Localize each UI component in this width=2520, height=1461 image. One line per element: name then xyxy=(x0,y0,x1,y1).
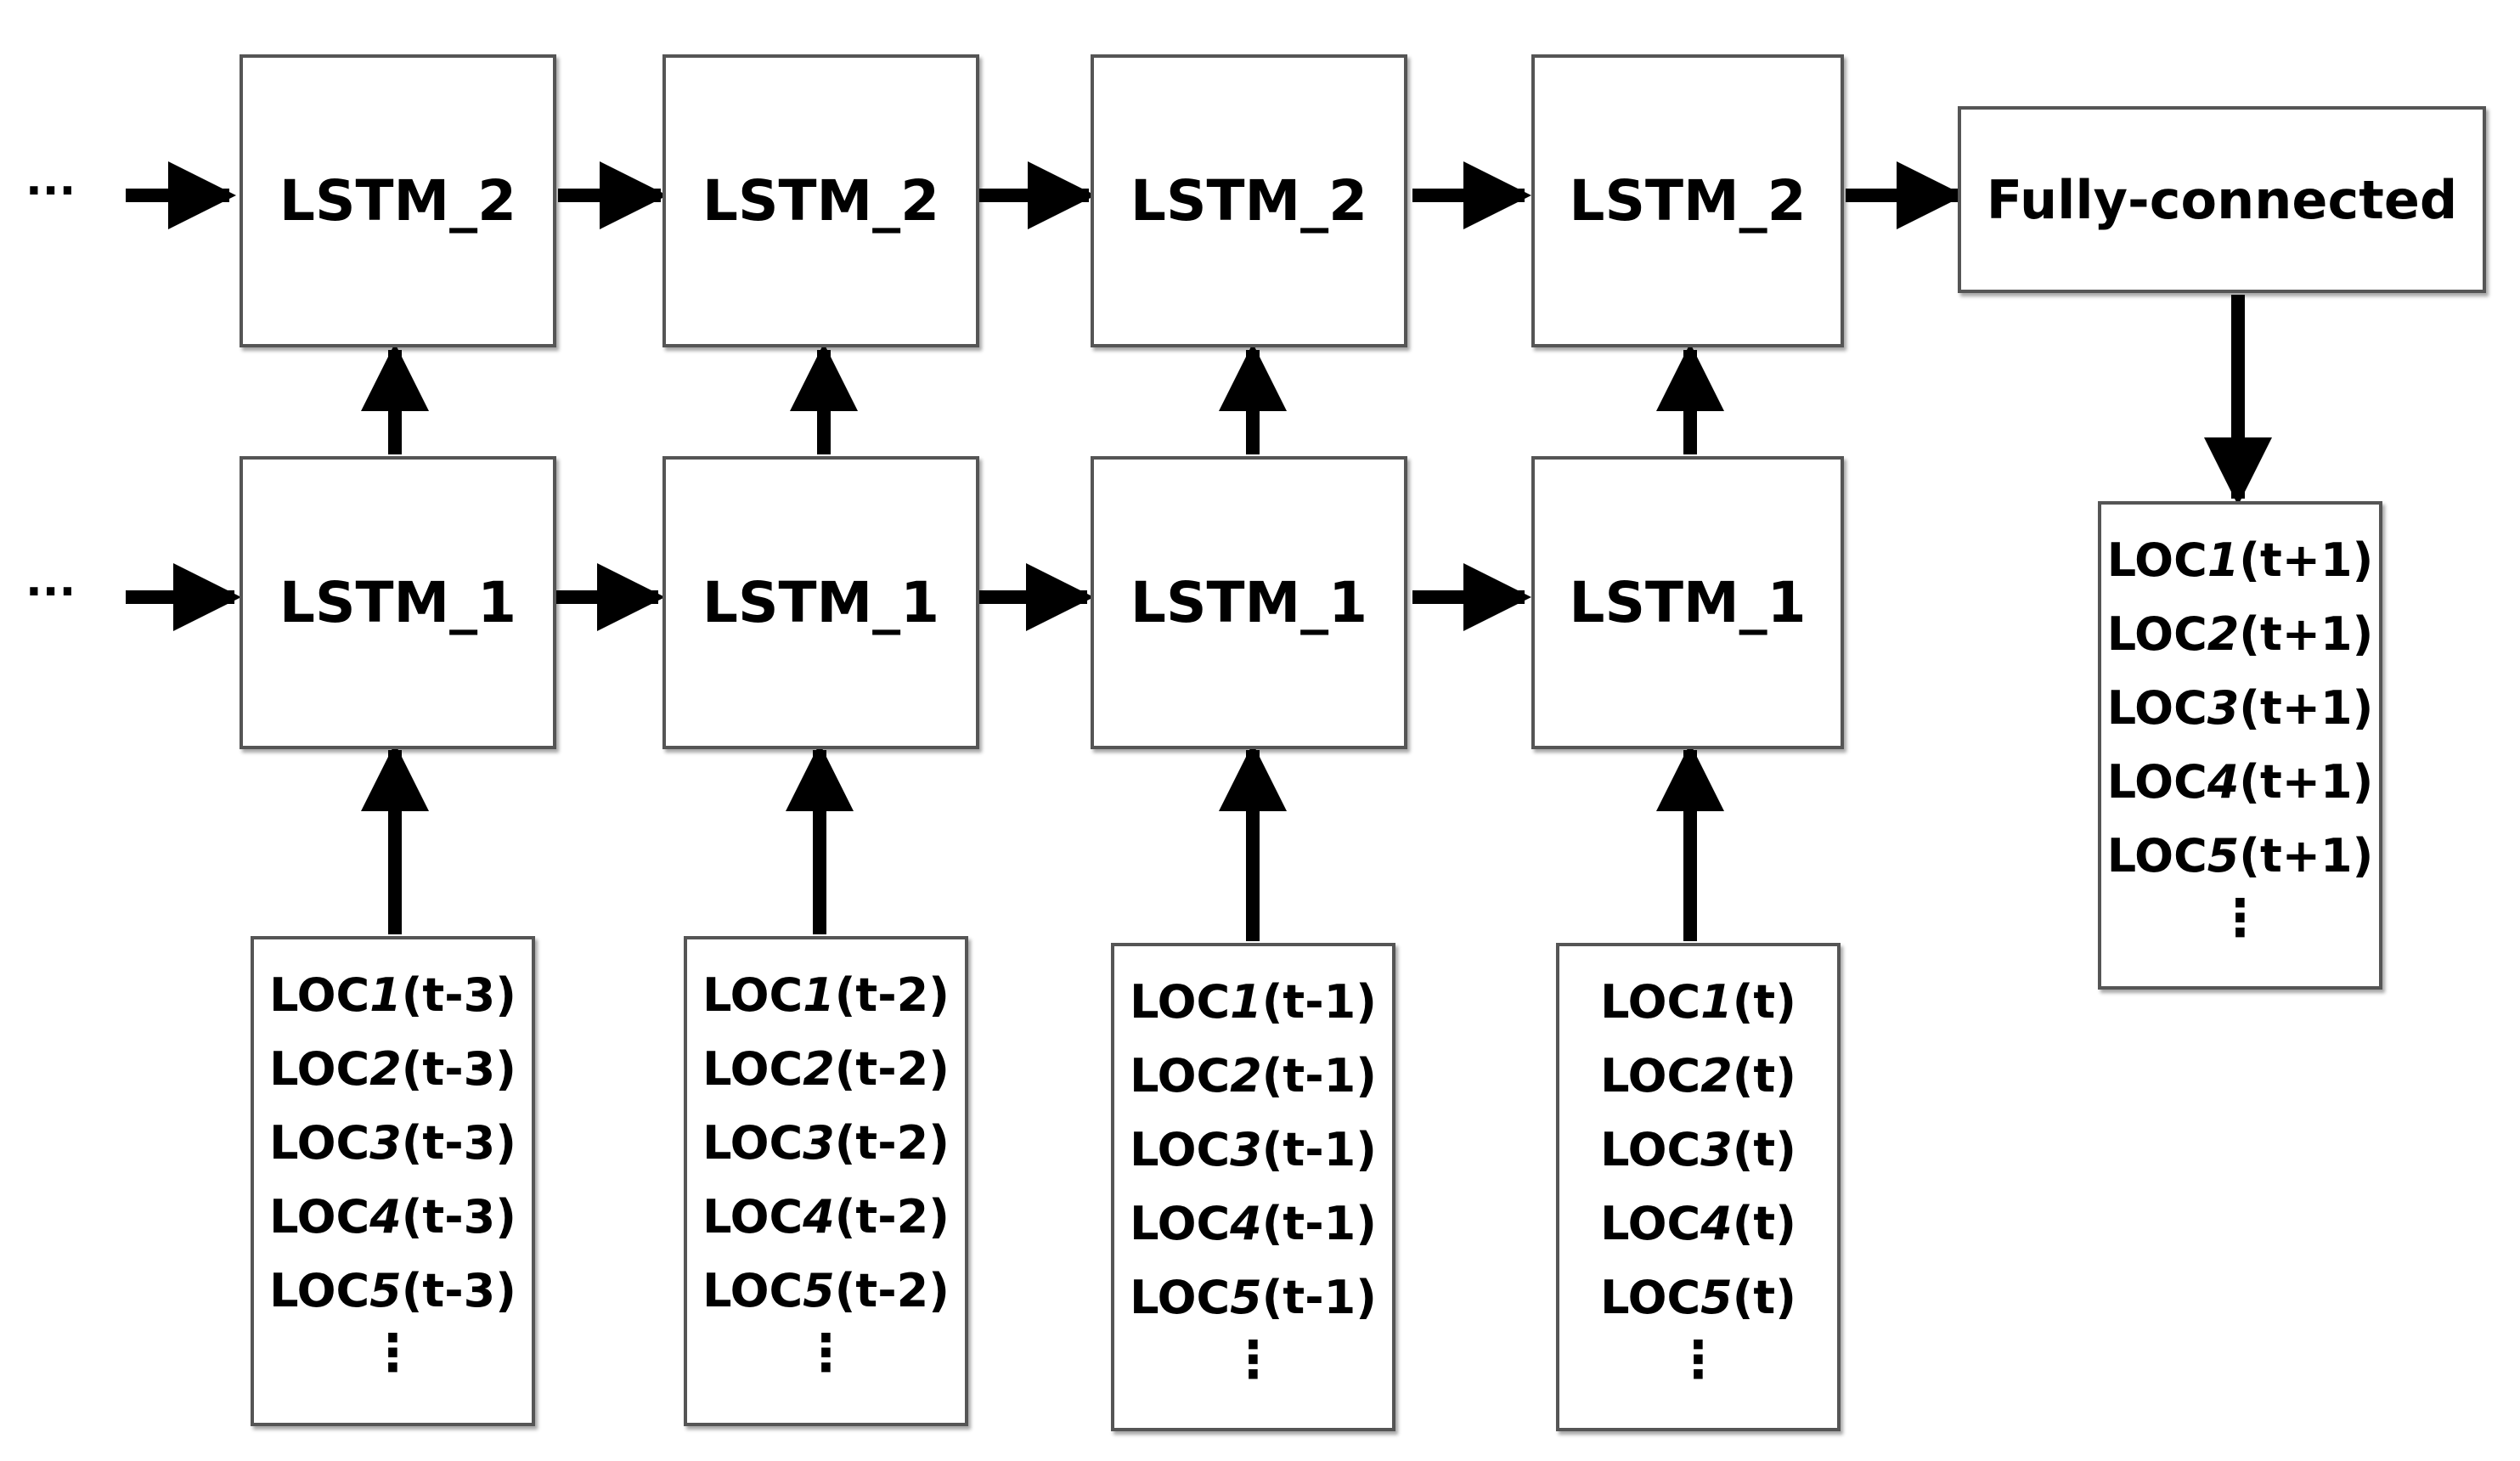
input-box-t-minus-2: LOC1(t-2)LOC2(t-2)LOC3(t-2)LOC4(t-2)LOC5… xyxy=(684,936,968,1426)
location-entry: LOC1(t-2) xyxy=(702,958,950,1032)
time-step: (t-1) xyxy=(1261,1123,1377,1176)
location-name: LOC5 xyxy=(269,1264,402,1317)
location-entry: LOC5(t+1) xyxy=(2107,819,2374,893)
location-entry: LOC4(t+1) xyxy=(2107,745,2374,819)
lstm1-cell-4: LSTM_1 xyxy=(1531,456,1844,749)
time-step: (t) xyxy=(1732,1271,1796,1324)
location-entry: LOC2(t+1) xyxy=(2107,597,2374,671)
time-step: (t-3) xyxy=(401,1042,516,1096)
time-step: (t-3) xyxy=(401,1116,516,1170)
more-locations-ellipsis: ⋮ xyxy=(800,1323,852,1383)
time-step: (t) xyxy=(1732,975,1796,1029)
location-entry: LOC3(t+1) xyxy=(2107,671,2374,745)
location-name: LOC5 xyxy=(702,1264,835,1317)
location-name: LOC3 xyxy=(1600,1123,1733,1176)
location-entry: LOC3(t-2) xyxy=(702,1106,950,1180)
location-entry: LOC4(t-3) xyxy=(269,1180,516,1254)
location-name: LOC5 xyxy=(1600,1271,1733,1324)
input-box-t: LOC1(t)LOC2(t)LOC3(t)LOC4(t)LOC5(t)⋮ xyxy=(1556,943,1841,1431)
location-name: LOC2 xyxy=(702,1042,835,1096)
time-step: (t-3) xyxy=(401,968,516,1022)
time-step: (t+1) xyxy=(2239,681,2374,735)
time-step: (t-2) xyxy=(834,1116,950,1170)
time-step: (t+1) xyxy=(2239,829,2374,883)
location-name: LOC4 xyxy=(1600,1197,1733,1250)
time-step: (t-3) xyxy=(401,1264,516,1317)
location-name: LOC2 xyxy=(2106,607,2240,661)
lead-in-ellipsis-top: ··· xyxy=(25,166,76,217)
lstm1-cell-2: LSTM_1 xyxy=(662,456,979,749)
location-entry: LOC1(t) xyxy=(1600,965,1796,1039)
location-name: LOC4 xyxy=(269,1190,402,1244)
location-name: LOC5 xyxy=(2106,829,2240,883)
time-step: (t-3) xyxy=(401,1190,516,1244)
location-name: LOC1 xyxy=(269,968,402,1022)
location-name: LOC3 xyxy=(702,1116,835,1170)
location-name: LOC4 xyxy=(1130,1197,1262,1250)
location-entry: LOC3(t-1) xyxy=(1130,1113,1377,1187)
time-step: (t+1) xyxy=(2239,755,2374,809)
location-entry: LOC4(t-2) xyxy=(702,1180,950,1254)
time-step: (t-1) xyxy=(1261,1049,1377,1103)
time-step: (t) xyxy=(1732,1123,1796,1176)
time-step: (t-2) xyxy=(834,1042,950,1096)
time-step: (t-1) xyxy=(1261,1197,1377,1250)
more-locations-ellipsis: ⋮ xyxy=(1227,1330,1279,1390)
time-step: (t-2) xyxy=(834,1190,950,1244)
location-name: LOC4 xyxy=(2106,755,2240,809)
location-entry: LOC2(t-3) xyxy=(269,1032,516,1106)
location-name: LOC1 xyxy=(1130,975,1262,1029)
lead-in-ellipsis-bottom: ··· xyxy=(25,567,76,618)
location-name: LOC3 xyxy=(1130,1123,1262,1176)
input-box-t-minus-3: LOC1(t-3)LOC2(t-3)LOC3(t-3)LOC4(t-3)LOC5… xyxy=(251,936,535,1426)
location-entry: LOC3(t) xyxy=(1600,1113,1796,1187)
lstm1-cell-1: LSTM_1 xyxy=(240,456,556,749)
location-name: LOC1 xyxy=(2106,533,2240,587)
location-entry: LOC3(t-3) xyxy=(269,1106,516,1180)
more-locations-ellipsis: ⋮ xyxy=(1672,1330,1724,1390)
location-entry: LOC2(t-1) xyxy=(1130,1039,1377,1113)
input-box-t-minus-1: LOC1(t-1)LOC2(t-1)LOC3(t-1)LOC4(t-1)LOC5… xyxy=(1111,943,1395,1431)
location-entry: LOC5(t-2) xyxy=(702,1254,950,1328)
location-entry: LOC4(t-1) xyxy=(1130,1187,1377,1261)
fully-connected-layer: Fully-connected xyxy=(1958,106,2486,293)
location-name: LOC1 xyxy=(1600,975,1733,1029)
time-step: (t-1) xyxy=(1261,975,1377,1029)
location-entry: LOC1(t+1) xyxy=(2107,523,2374,597)
location-entry: LOC4(t) xyxy=(1600,1187,1796,1261)
location-entry: LOC2(t) xyxy=(1600,1039,1796,1113)
more-locations-ellipsis: ⋮ xyxy=(2214,888,2266,948)
location-name: LOC3 xyxy=(2106,681,2240,735)
location-name: LOC5 xyxy=(1130,1271,1262,1324)
location-name: LOC3 xyxy=(269,1116,402,1170)
location-name: LOC2 xyxy=(269,1042,402,1096)
time-step: (t+1) xyxy=(2239,533,2374,587)
location-name: LOC4 xyxy=(702,1190,835,1244)
lstm2-cell-2: LSTM_2 xyxy=(662,54,979,347)
output-box-t-plus-1: LOC1(t+1)LOC2(t+1)LOC3(t+1)LOC4(t+1)LOC5… xyxy=(2098,501,2382,990)
lstm2-cell-4: LSTM_2 xyxy=(1531,54,1844,347)
time-step: (t) xyxy=(1732,1049,1796,1103)
location-entry: LOC2(t-2) xyxy=(702,1032,950,1106)
time-step: (t-1) xyxy=(1261,1271,1377,1324)
time-step: (t) xyxy=(1732,1197,1796,1250)
time-step: (t-2) xyxy=(834,968,950,1022)
time-step: (t+1) xyxy=(2239,607,2374,661)
lstm1-cell-3: LSTM_1 xyxy=(1091,456,1407,749)
lstm2-cell-1: LSTM_2 xyxy=(240,54,556,347)
location-name: LOC2 xyxy=(1130,1049,1262,1103)
lstm2-cell-3: LSTM_2 xyxy=(1091,54,1407,347)
location-entry: LOC1(t-1) xyxy=(1130,965,1377,1039)
location-entry: LOC5(t-3) xyxy=(269,1254,516,1328)
location-name: LOC1 xyxy=(702,968,835,1022)
location-name: LOC2 xyxy=(1600,1049,1733,1103)
more-locations-ellipsis: ⋮ xyxy=(367,1323,419,1383)
location-entry: LOC5(t) xyxy=(1600,1261,1796,1334)
location-entry: LOC5(t-1) xyxy=(1130,1261,1377,1334)
time-step: (t-2) xyxy=(834,1264,950,1317)
location-entry: LOC1(t-3) xyxy=(269,958,516,1032)
